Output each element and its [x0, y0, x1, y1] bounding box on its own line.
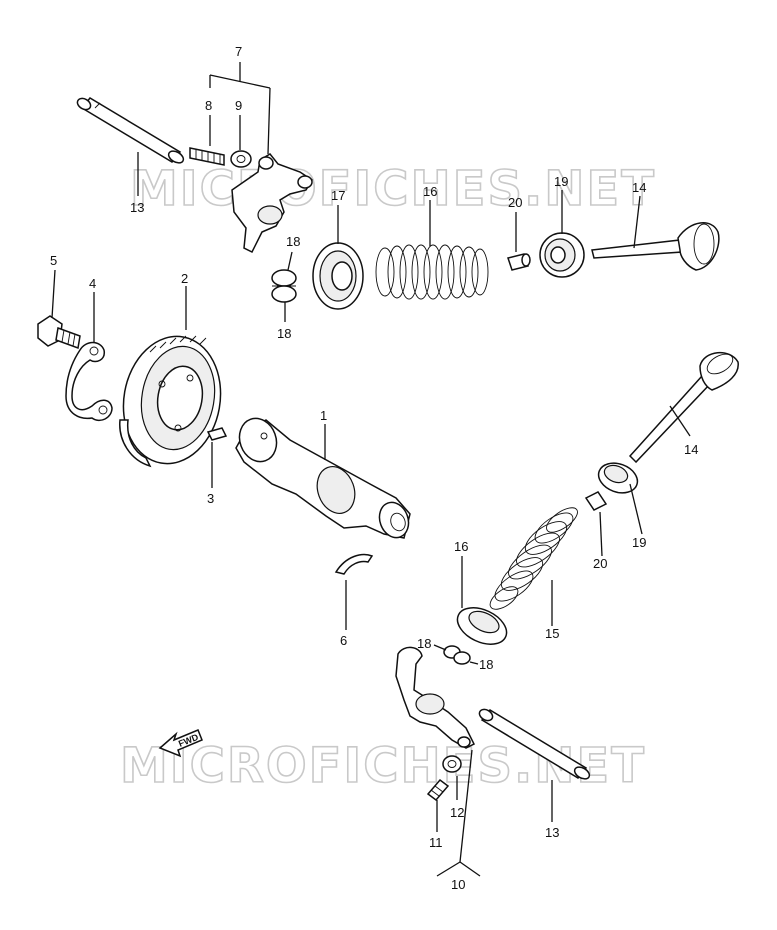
camshaft — [235, 417, 411, 539]
callout-20-top: 20 — [508, 195, 522, 210]
stem-seal-bottom — [584, 491, 608, 511]
callout-16-top: 16 — [423, 184, 437, 199]
callout-2: 2 — [181, 271, 188, 286]
rocker-shaft-bottom — [478, 708, 591, 780]
watermark-top: MICROFICHES.NET — [130, 161, 656, 217]
callout-20-bottom: 20 — [593, 556, 607, 571]
callout-16-bottom: 15 — [545, 626, 559, 641]
callout-labels: 7 8 9 13 17 16 19 14 20 18 18 5 4 2 1 3 … — [50, 44, 698, 892]
spring-seat-19-bottom — [597, 462, 639, 494]
spring-seat-top — [312, 242, 364, 310]
callout-13-top: 13 — [130, 200, 144, 215]
exhaust-valve — [628, 352, 739, 464]
callout-7: 7 — [235, 44, 242, 59]
callout-13-bottom: 13 — [545, 825, 559, 840]
callout-8: 8 — [205, 98, 212, 113]
callout-14: 14 — [632, 180, 646, 195]
callout-15: 14 — [684, 442, 698, 457]
callout-12: 12 — [450, 805, 464, 820]
callout-4: 4 — [89, 276, 96, 291]
callout-18-c: 18 — [417, 636, 431, 651]
valve-spring-top — [375, 244, 489, 300]
callout-1: 1 — [320, 408, 327, 423]
valve-spring-bottom — [489, 507, 578, 610]
leader-lines — [51, 62, 691, 877]
cam-sprocket — [119, 335, 222, 468]
rocker-arm-bottom — [395, 646, 476, 749]
callout-18-d: 18 — [479, 657, 493, 672]
lock-plate — [65, 341, 113, 422]
valve-cotters-bottom — [443, 645, 471, 665]
spring-seat-19-top — [539, 232, 585, 278]
callout-5: 5 — [50, 253, 57, 268]
circlip — [334, 553, 374, 575]
callout-10: 10 — [451, 877, 465, 892]
adjusting-screw-top — [189, 147, 225, 166]
callout-9: 9 — [235, 98, 242, 113]
nut-bottom — [442, 755, 462, 773]
callout-11: 11 — [429, 835, 443, 850]
dowel-pin — [206, 427, 228, 441]
rocker-arm-top — [231, 153, 314, 254]
bolt — [37, 315, 81, 350]
stem-seal-top — [507, 253, 531, 271]
callout-6: 6 — [340, 633, 347, 648]
callout-18-b: 18 — [277, 326, 291, 341]
callout-19-top: 19 — [554, 174, 568, 189]
callout-18-a: 18 — [286, 234, 300, 249]
spring-seat-bottom — [456, 607, 508, 645]
adjusting-screw-bottom — [426, 778, 450, 802]
callout-3: 3 — [207, 491, 214, 506]
callout-19-bottom: 19 — [632, 535, 646, 550]
rocker-shaft-top — [76, 97, 185, 164]
nut-top — [230, 150, 252, 168]
valve-cotters-top — [271, 269, 297, 303]
callout-17-top: 17 — [331, 188, 345, 203]
callout-17-bottom: 16 — [454, 539, 468, 554]
intake-valve — [591, 222, 720, 271]
